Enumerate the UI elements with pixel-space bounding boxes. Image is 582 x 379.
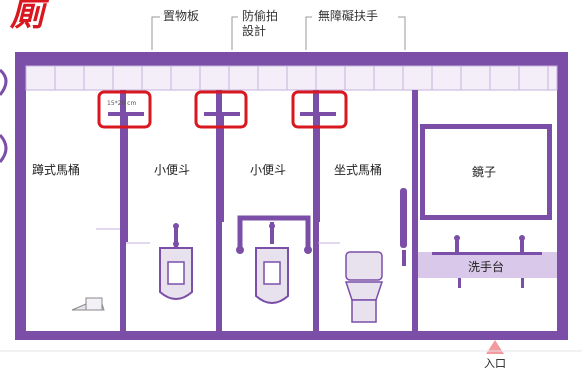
grab-bar-knobs [236,246,312,254]
urinal-1 [159,223,193,300]
mirror-label: 鏡子 [472,165,497,179]
shelf-highlight-1 [97,90,152,129]
seated-toilet [344,251,384,323]
shelf-highlight-3 [291,90,348,129]
urinal-grab-bars [237,215,311,251]
partition-1 [120,90,126,331]
urinal-2 [255,222,289,304]
anti-peep-callout-label-line2: 設計 [242,24,267,38]
page-title: 廁 [10,0,44,34]
ceiling-tiles [25,65,558,91]
entrance-label: 入口 [484,357,506,370]
shelf-size-note: 15*20 cm [107,100,137,107]
partition-4 [412,90,418,331]
sink-counter [418,235,557,288]
sink-label: 洗手台 [468,260,505,274]
shelf-3-post [316,112,320,222]
shelf-1-post [124,112,128,242]
stall-label-urinal-1: 小便斗 [154,163,191,177]
stall-label-squat-toilet: 蹲式馬桶 [32,163,81,177]
squat-toilet [71,297,105,311]
callout-leaders [151,16,406,50]
grab-bar-callout-label: 無障礙扶手 [318,9,379,23]
entrance-arrow [486,340,504,354]
shelves [108,112,336,242]
partition-2 [216,90,222,331]
stall-label-urinal-2: 小便斗 [250,163,287,177]
edge-curve-top [0,68,8,96]
shelf-callout-label: 置物板 [163,9,200,23]
partition-floor-lines [96,228,340,244]
mirror [420,124,552,220]
shelf-2-post [220,112,224,222]
shelf-highlight-2 [194,90,248,129]
edge-curve-bottom [0,133,8,163]
accessible-grab-bar [400,188,407,266]
shelf-highlights [97,90,348,129]
stall-label-seated-toilet: 坐式馬桶 [334,163,383,177]
anti-peep-callout-label-line1: 防偷拍 [242,9,279,23]
